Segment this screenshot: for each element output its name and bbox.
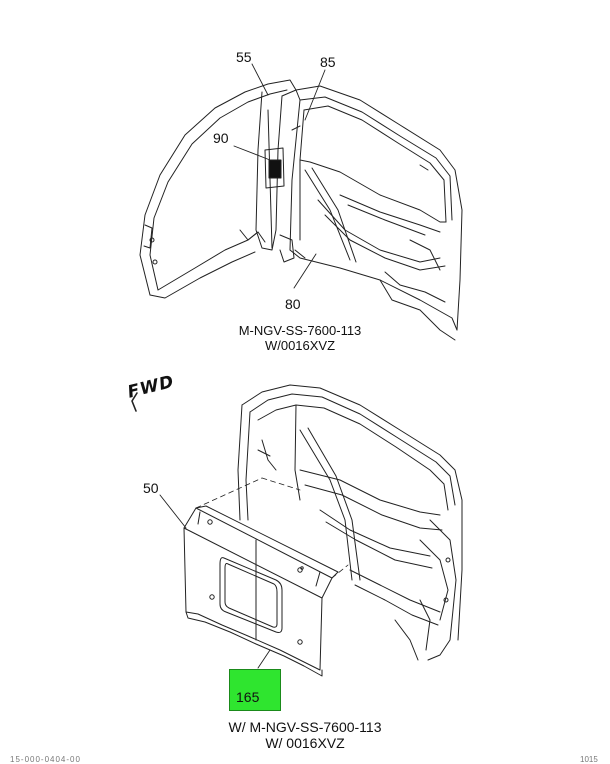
callout-85: 85 (320, 54, 336, 70)
leader-lines-bottom (159, 494, 271, 669)
footer-right-text: 1015 (580, 755, 598, 764)
fwd-arrow-icon (131, 392, 138, 412)
top-caption: M-NGV-SS-7600-113 W/0016XVZ (220, 323, 380, 353)
cab-side-frame-bottom (237, 384, 463, 661)
cab-side-frame-top (139, 79, 463, 341)
callout-50: 50 (143, 480, 159, 496)
back-panel (183, 505, 339, 677)
bottom-caption: W/ M-NGV-SS-7600-113 W/ 0016XVZ (200, 719, 410, 751)
callout-165-highlight[interactable]: 165 (229, 669, 281, 711)
callout-55: 55 (236, 49, 252, 65)
callout-80: 80 (285, 296, 301, 312)
callout-165: 165 (236, 689, 260, 705)
top-caption-line2: W/0016XVZ (264, 338, 336, 353)
bottom-caption-line1: W/ M-NGV-SS-7600-113 (228, 719, 382, 735)
bottom-caption-line2: W/ 0016XVZ (265, 735, 345, 751)
callout-90: 90 (213, 130, 229, 146)
top-caption-line1: M-NGV-SS-7600-113 (238, 323, 362, 338)
leader-lines-top (233, 63, 326, 289)
assembly-dashed-lines (195, 477, 349, 579)
footer-left-text: 15-000-0404-00 (10, 755, 81, 764)
